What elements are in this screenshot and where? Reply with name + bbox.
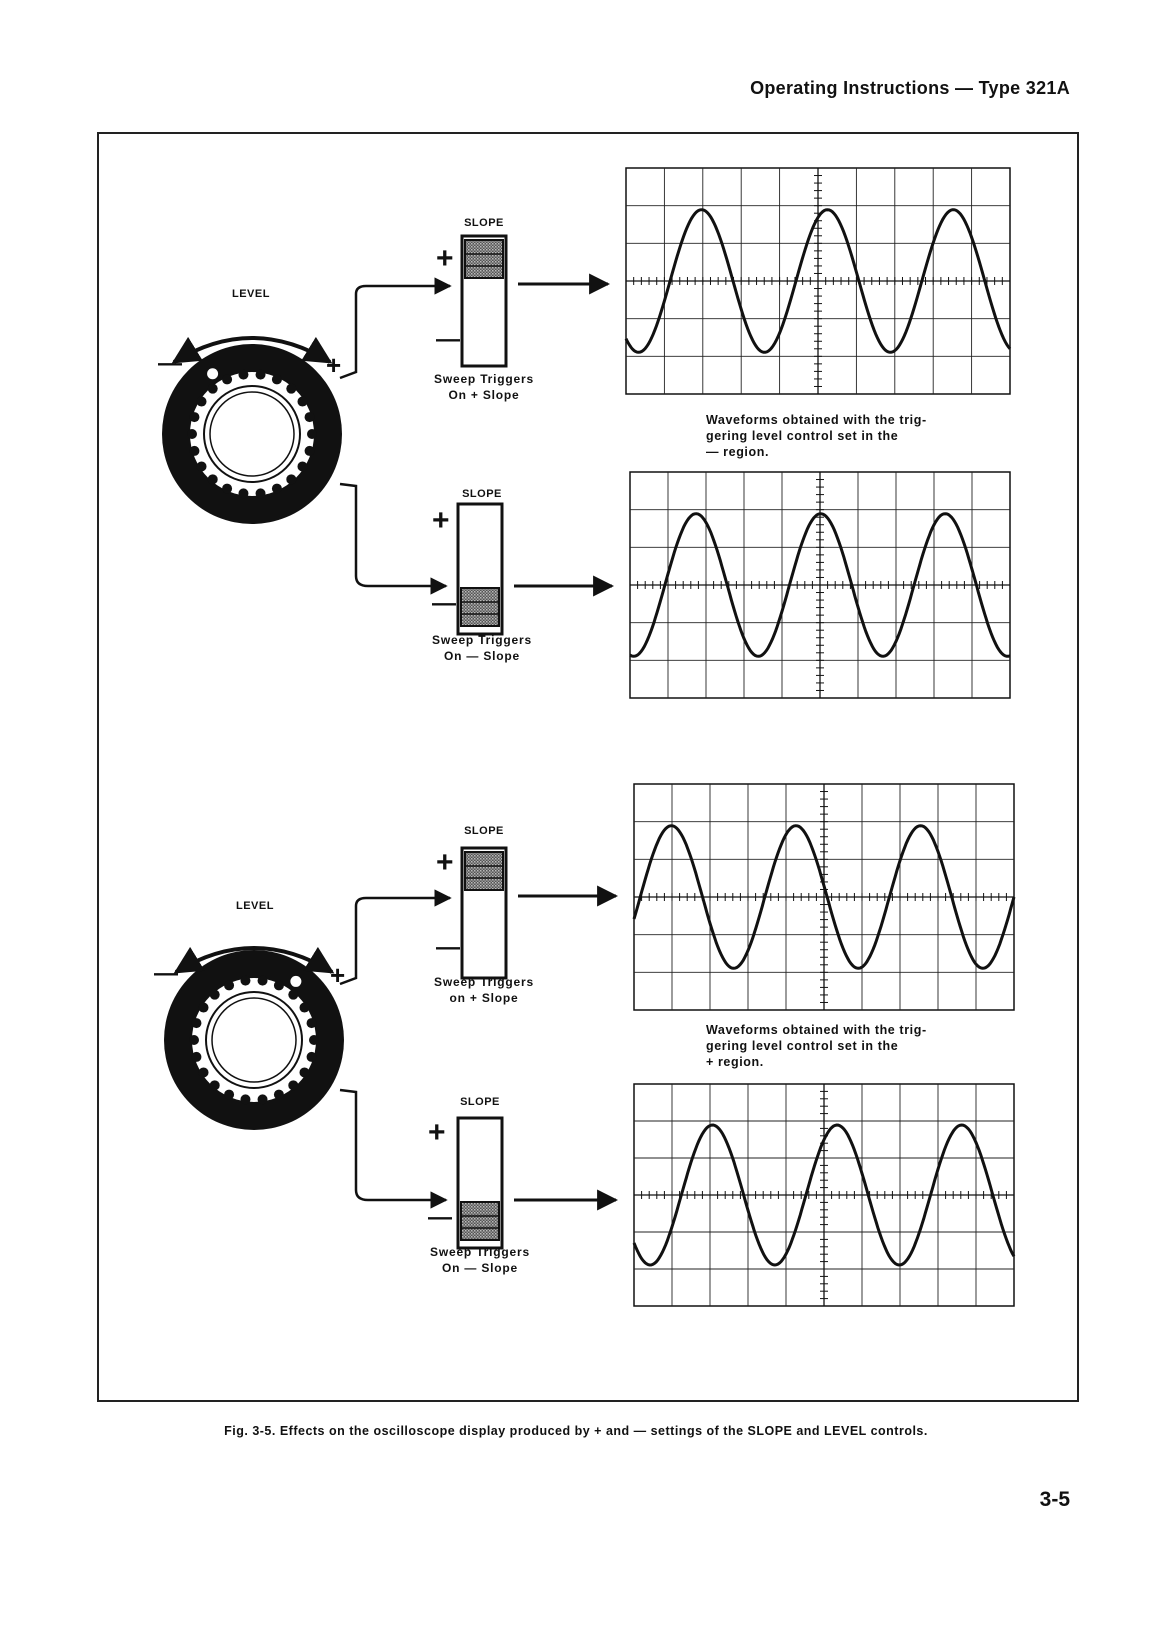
switch-lever bbox=[464, 851, 504, 891]
slope-plus-sign: + bbox=[436, 846, 454, 879]
wire-to-minus-switch bbox=[339, 482, 448, 595]
wire-to-minus-switch bbox=[339, 1088, 448, 1209]
slope-minus-sign: — bbox=[436, 326, 460, 353]
knob-indicator-dot bbox=[290, 975, 302, 987]
level-knob bbox=[162, 336, 342, 524]
figure-caption: Fig. 3-5. Effects on the oscilloscope di… bbox=[224, 1424, 928, 1438]
switch-lever bbox=[460, 587, 500, 627]
slope-plus-sign: + bbox=[436, 242, 454, 275]
slope-plus-sign: + bbox=[428, 1116, 446, 1149]
wire-to-plus-switch bbox=[339, 277, 452, 380]
level-range-arrow bbox=[173, 946, 335, 974]
slope-label: SLOPE bbox=[462, 488, 502, 500]
waveform-trace bbox=[632, 1123, 1016, 1267]
waveform-note: Waveforms obtained with the trig- gering… bbox=[706, 1023, 927, 1069]
slope-minus-sign: — bbox=[432, 590, 456, 617]
slope-label: SLOPE bbox=[460, 1096, 500, 1108]
knob-cap bbox=[203, 385, 301, 483]
oscilloscope-screen bbox=[632, 1083, 1016, 1307]
page-number: 3-5 bbox=[1039, 1488, 1070, 1511]
slope-label: SLOPE bbox=[464, 217, 504, 229]
oscilloscope-screen bbox=[632, 783, 1016, 1011]
slope-switch bbox=[456, 1116, 504, 1250]
slope-label: SLOPE bbox=[464, 825, 504, 837]
slope-switch bbox=[460, 846, 508, 980]
sweep-triggers-label: Sweep Triggers On — Slope bbox=[430, 1245, 530, 1275]
sweep-triggers-label: Sweep Triggers On — Slope bbox=[432, 633, 532, 663]
knob-cap bbox=[205, 991, 303, 1089]
waveform-trace bbox=[629, 512, 1011, 658]
waveform-note: Waveforms obtained with the trig- gering… bbox=[706, 413, 927, 459]
waveform-trace bbox=[632, 824, 1016, 970]
page-header: Operating Instructions — Type 321A bbox=[750, 78, 1070, 98]
slope-minus-sign: — bbox=[436, 934, 460, 961]
slope-switch bbox=[460, 234, 508, 368]
level-label: LEVEL bbox=[232, 288, 270, 300]
oscilloscope-screen bbox=[629, 471, 1011, 699]
waveform-trace bbox=[624, 208, 1012, 354]
oscilloscope-screen bbox=[624, 167, 1012, 395]
figure-frame bbox=[97, 132, 1079, 1402]
knob-cap-inner bbox=[209, 391, 295, 477]
level-knob bbox=[164, 946, 344, 1130]
level-label: LEVEL bbox=[236, 900, 274, 912]
knob-indicator-dot bbox=[207, 368, 219, 380]
knob-cap-inner bbox=[211, 997, 297, 1083]
sweep-triggers-label: Sweep Triggers On + Slope bbox=[434, 372, 534, 402]
switch-lever bbox=[464, 239, 504, 279]
slope-minus-sign: — bbox=[428, 1204, 452, 1231]
slope-switch bbox=[456, 502, 504, 636]
switch-lever bbox=[460, 1201, 500, 1241]
slope-plus-sign: + bbox=[432, 504, 450, 537]
level-range-arrow bbox=[171, 336, 333, 364]
wire-to-plus-switch bbox=[339, 889, 452, 986]
sweep-triggers-label: Sweep Triggers on + Slope bbox=[434, 975, 534, 1005]
